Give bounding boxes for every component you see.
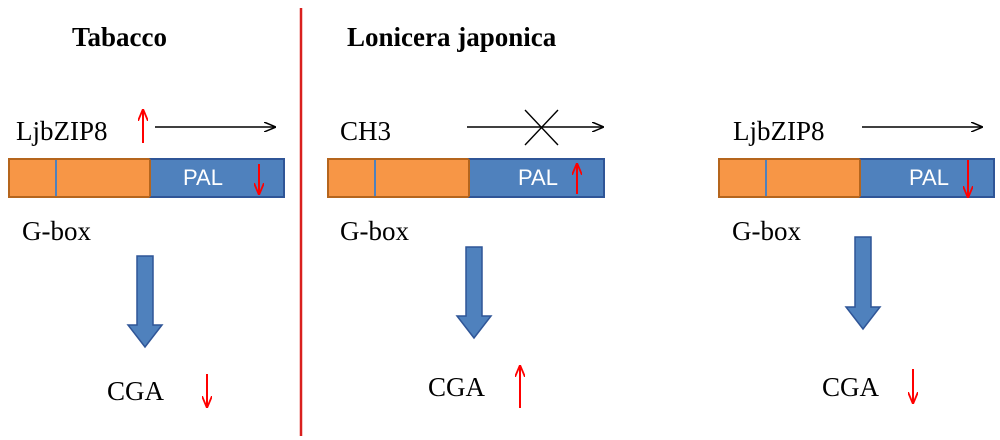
- panel1-g-box-marker: [55, 160, 57, 196]
- panel2-promoter: [329, 160, 468, 196]
- panel2-g-box-label: G-box: [340, 216, 409, 246]
- panel1-regulator-label: LjbZIP8: [16, 116, 108, 146]
- panel2-cds: PAL: [468, 158, 605, 198]
- panel2-gene-bar: PAL: [327, 158, 605, 198]
- panel3-flow-arrow-icon: [844, 236, 882, 331]
- title-lonicera-japonica: Lonicera japonica: [347, 22, 557, 52]
- panel2-regulator-label: CH3: [340, 116, 392, 146]
- panel1-g-box-label: G-box: [22, 216, 91, 246]
- panel2-pal-label: PAL: [518, 165, 558, 190]
- panel2-product-label: CGA: [428, 372, 486, 402]
- title-tabacco: Tabacco: [72, 22, 168, 52]
- panel3-cds: PAL: [859, 158, 995, 198]
- panel3-g-box-label: G-box: [732, 216, 801, 246]
- panel2-flow-arrow-icon: [455, 246, 493, 340]
- panel1-product-label: CGA: [107, 376, 165, 406]
- panel2-blocked-cross-icon: [524, 109, 559, 146]
- panel3-gene-bar: PAL: [718, 158, 995, 198]
- panel3-product-label: CGA: [822, 372, 880, 402]
- panel2-g-box-marker: [374, 160, 376, 196]
- panel1-promoter: [10, 160, 149, 196]
- panel3-g-box-marker: [765, 160, 767, 196]
- panel3-promoter: [720, 160, 859, 196]
- panel1-flow-arrow-icon: [126, 255, 164, 349]
- panel3-regulator-label: LjbZIP8: [733, 116, 825, 146]
- panel3-pal-label: PAL: [909, 165, 949, 190]
- panel1-pal-label: PAL: [183, 165, 223, 190]
